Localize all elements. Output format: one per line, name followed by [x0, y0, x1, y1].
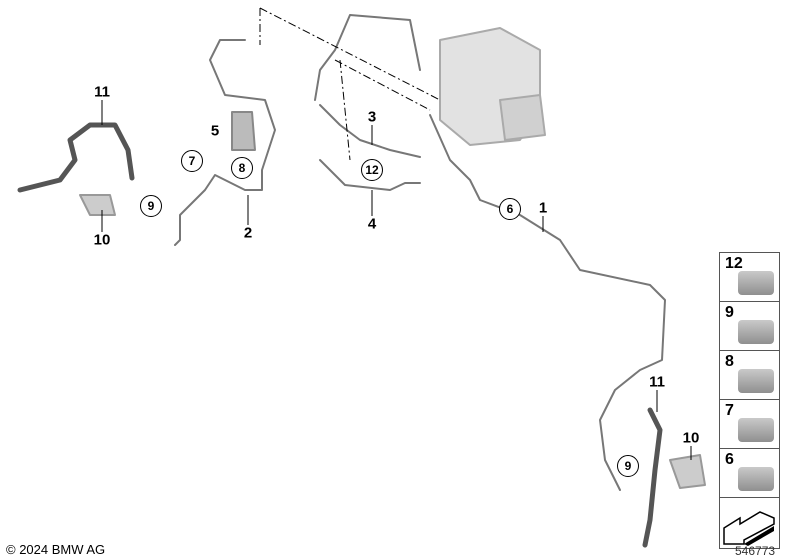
legend-number: 7 — [725, 402, 734, 419]
abs-motor — [499, 94, 546, 141]
clip-9-icon — [738, 320, 774, 344]
brake-hose-left — [17, 122, 135, 193]
callout-6: 6 — [499, 198, 521, 220]
callout-9-right: 9 — [617, 455, 639, 477]
callout-11-left: 11 — [94, 83, 110, 101]
legend-number: 8 — [725, 353, 734, 370]
brake-pipe-1 — [429, 114, 666, 491]
callout-2: 2 — [243, 224, 253, 242]
clip-12-icon — [738, 271, 774, 295]
bracket-10-right — [669, 454, 706, 489]
bracket-10-left — [79, 194, 116, 216]
clip-7-icon — [738, 418, 774, 442]
brake-pipe-upper — [314, 14, 421, 101]
brake-hose-right — [642, 407, 663, 548]
clip-5 — [231, 111, 256, 151]
connection-line — [334, 59, 431, 111]
legend-item-9[interactable]: 9 — [720, 302, 779, 351]
clip-6-icon — [738, 467, 774, 491]
callout-12: 12 — [361, 159, 383, 181]
connection-line — [339, 59, 351, 161]
legend-item-8[interactable]: 8 — [720, 351, 779, 400]
callout-10-right: 10 — [682, 429, 700, 447]
callout-10-left: 10 — [93, 231, 111, 249]
brake-pipe-2 — [174, 39, 276, 246]
legend-number: 9 — [725, 304, 734, 321]
clip-8-icon — [738, 369, 774, 393]
legend-item-12[interactable]: 12 — [720, 253, 779, 302]
callout-1: 1 — [538, 199, 548, 217]
callout-9-left: 9 — [140, 195, 162, 217]
diagram-id: 546773 — [735, 544, 776, 558]
legend-number: 12 — [725, 255, 743, 272]
callout-8: 8 — [231, 157, 253, 179]
legend-number: 6 — [725, 451, 734, 468]
brake-pipe-3 — [319, 104, 421, 158]
callout-4: 4 — [367, 215, 377, 233]
brake-pipe-4 — [319, 159, 421, 191]
callout-7: 7 — [181, 150, 203, 172]
arrow-icon — [723, 511, 775, 546]
callout-5: 5 — [210, 122, 220, 140]
legend-item-6[interactable]: 6 — [720, 449, 779, 498]
callout-11-right: 11 — [649, 373, 665, 391]
legend-item-7[interactable]: 7 — [720, 400, 779, 449]
callout-3: 3 — [367, 108, 377, 126]
parts-legend: 12 9 8 7 6 — [719, 252, 780, 549]
legend-arrow[interactable] — [720, 498, 779, 548]
connection-line — [259, 7, 441, 101]
copyright: © 2024 BMW AG — [6, 542, 106, 557]
